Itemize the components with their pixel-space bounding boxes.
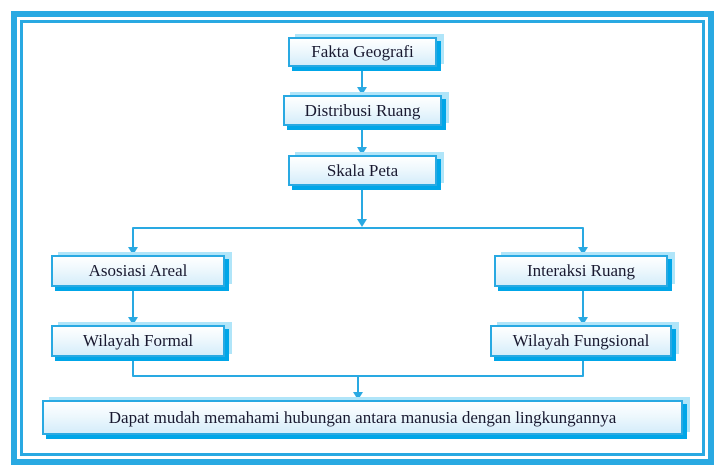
node-asosiasi-areal: Asosiasi Areal: [51, 255, 225, 287]
node-interaksi-ruang: Interaksi Ruang: [494, 255, 668, 287]
node-distribusi-ruang: Distribusi Ruang: [283, 95, 442, 126]
node-wilayah-formal: Wilayah Formal: [51, 325, 225, 357]
inner-frame-border: [20, 20, 705, 456]
node-fakta-geografi: Fakta Geografi: [288, 37, 437, 67]
node-skala-peta: Skala Peta: [288, 155, 437, 186]
node-conclusion: Dapat mudah memahami hubungan antara man…: [42, 400, 683, 435]
outer-frame-border: [11, 11, 714, 465]
node-wilayah-fungsional: Wilayah Fungsional: [490, 325, 672, 357]
